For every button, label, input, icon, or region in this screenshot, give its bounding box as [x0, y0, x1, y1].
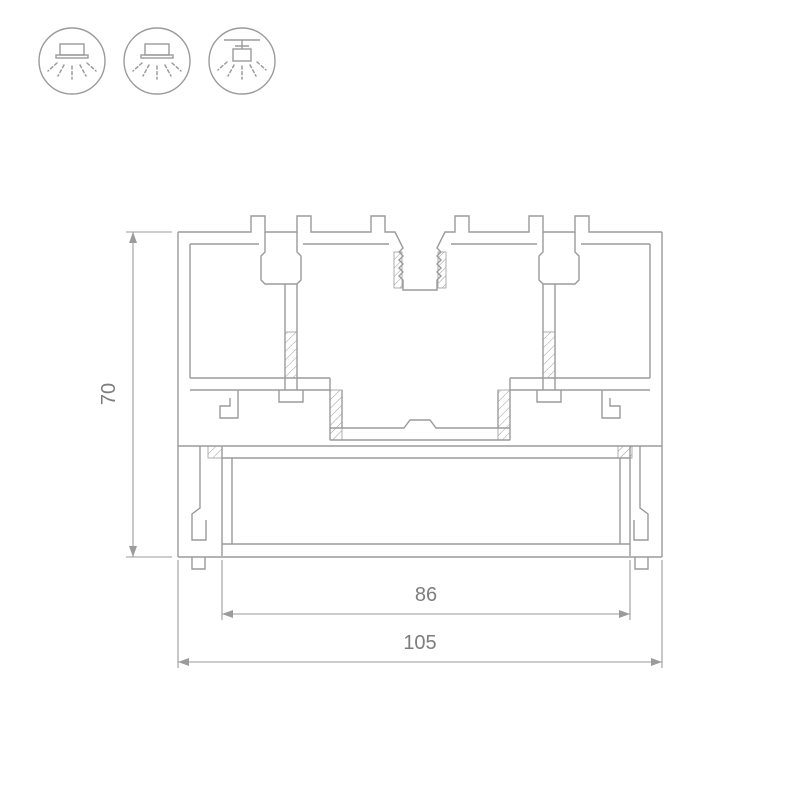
diffuser-tray — [178, 445, 662, 556]
arrowhead-right — [651, 658, 662, 666]
retainer-hook-left — [219, 390, 239, 419]
extension-lines — [221, 560, 631, 620]
light-rays — [217, 61, 267, 80]
mid-webs — [190, 377, 650, 441]
surface-mount-alt-icon — [123, 27, 191, 95]
section-hatching — [207, 251, 633, 459]
arrowhead-right — [619, 610, 630, 618]
hanger-stem — [235, 40, 249, 49]
profile-cross-section — [177, 215, 663, 570]
lamp-base — [140, 54, 174, 59]
inner-side-walls — [189, 244, 651, 378]
profile-bottom-feet — [191, 557, 649, 570]
profile-top-edge — [178, 215, 662, 291]
arrowhead-down — [129, 546, 137, 557]
extension-lines — [126, 231, 172, 558]
dimension-overall-width-105: 105 — [177, 560, 663, 668]
arrowhead-up — [129, 232, 137, 243]
pendant-mount-icon — [208, 27, 276, 95]
dimension-label-overall-width: 105 — [403, 632, 436, 654]
dimension-height-70: 70 — [98, 231, 172, 558]
profile-outer-walls — [177, 232, 663, 558]
lamp-housing — [144, 43, 170, 56]
corner-hook-right — [633, 446, 649, 541]
lamp-housing — [59, 43, 85, 56]
surface-mount-icon — [38, 27, 106, 95]
arrowhead-left — [178, 658, 189, 666]
dimension-inner-width-86: 86 — [221, 560, 631, 620]
extension-lines — [177, 560, 663, 668]
mount-type-icons — [38, 27, 276, 95]
light-rays — [132, 62, 182, 80]
screw-pocket-right — [538, 232, 580, 285]
lamp-housing — [232, 48, 252, 62]
arrowhead-left — [222, 610, 233, 618]
dimension-label-inner-width: 86 — [415, 584, 437, 606]
lamp-base — [55, 54, 89, 59]
screw-pocket-left — [260, 232, 302, 285]
dimension-label-height: 70 — [98, 383, 120, 405]
corner-hook-left — [191, 446, 207, 541]
light-rays — [47, 62, 97, 80]
retainer-hook-right — [601, 390, 621, 419]
